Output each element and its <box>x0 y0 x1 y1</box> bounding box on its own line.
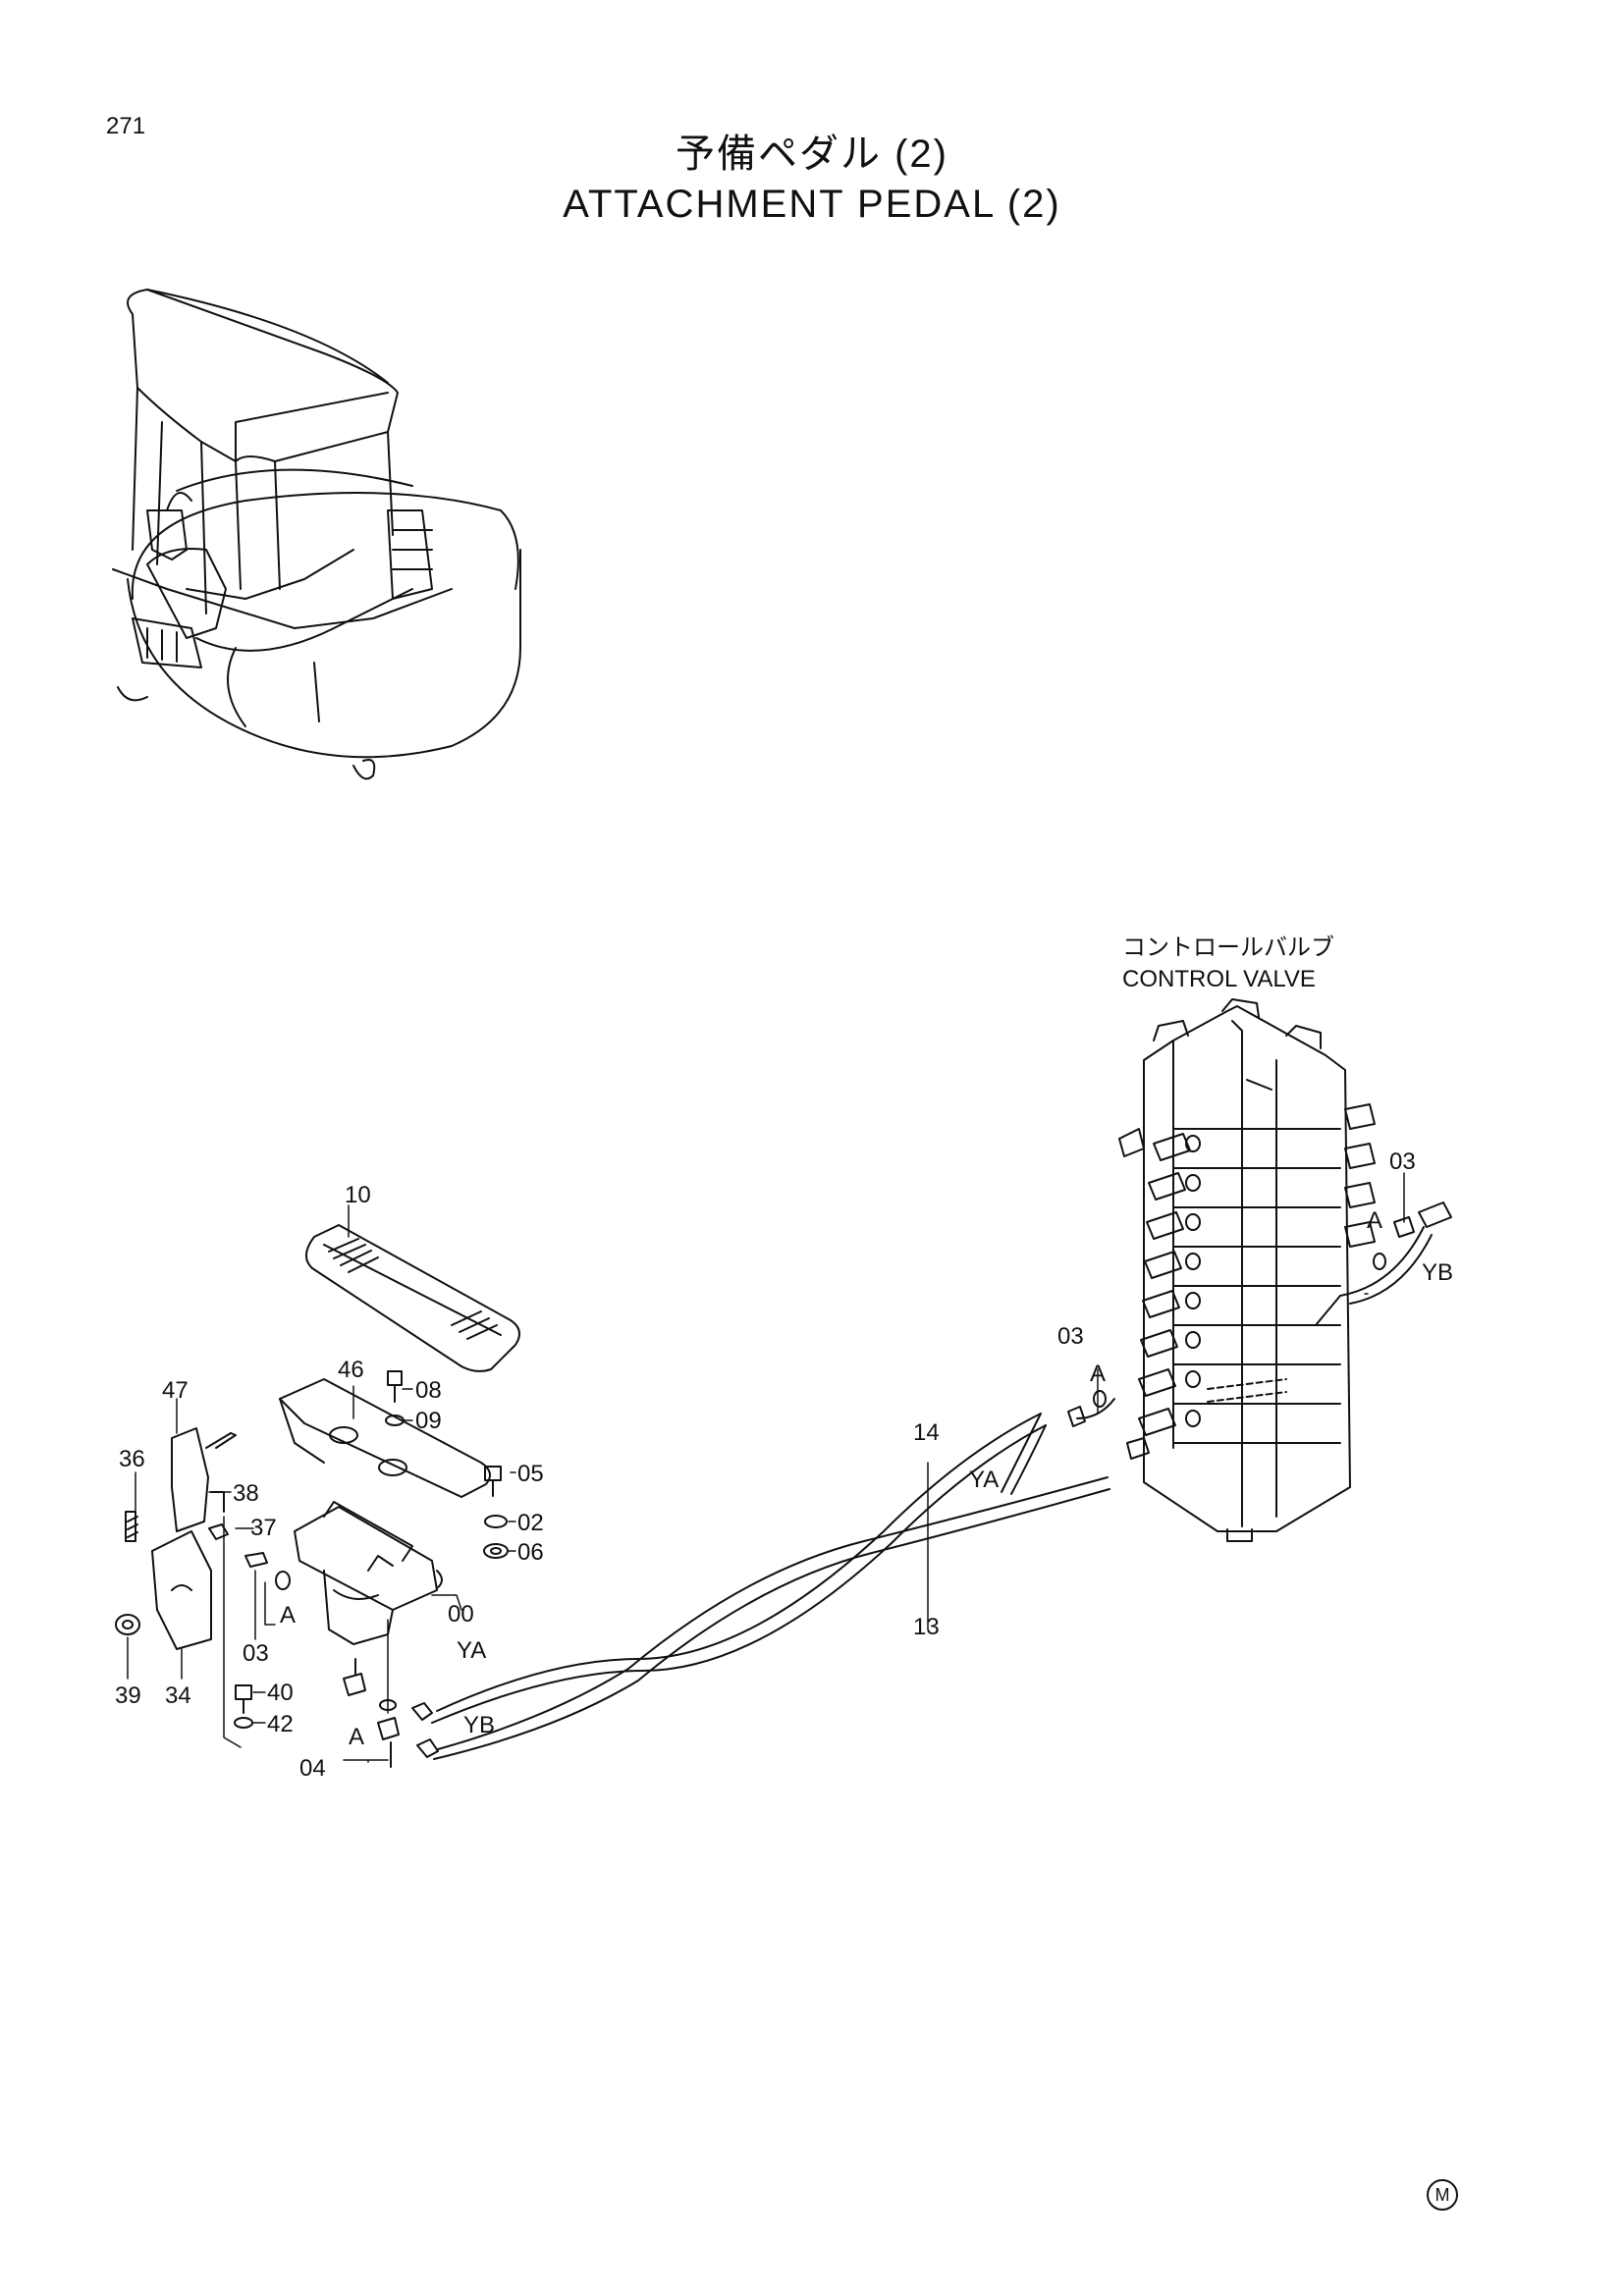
callout-10: 10 <box>345 1182 371 1208</box>
title-block: 予備ペダル (2) ATTACHMENT PEDAL (2) <box>0 130 1624 230</box>
callout-03-left: 03 <box>243 1640 269 1667</box>
callout-a-left: A <box>280 1602 297 1629</box>
callout-yb-pedal: YB <box>463 1712 496 1738</box>
m-mark: M <box>1427 2179 1458 2211</box>
callout-05: 05 <box>517 1461 544 1487</box>
callout-13: 13 <box>913 1614 940 1640</box>
pedal-valve <box>294 1501 443 1645</box>
callout-39: 39 <box>115 1682 141 1709</box>
callout-04: 04 <box>299 1755 326 1782</box>
control-valve-label-en: CONTROL VALVE <box>1122 966 1316 992</box>
hoses <box>431 1226 1433 1760</box>
callout-46: 46 <box>338 1357 364 1383</box>
machine-overview <box>112 289 521 780</box>
callout-00: 00 <box>448 1601 474 1628</box>
control-valve-label: コントロールバルブ CONTROL VALVE <box>1122 933 1334 995</box>
page-number: 271 <box>106 113 146 139</box>
callout-36: 36 <box>119 1446 145 1472</box>
callout-37: 37 <box>250 1515 277 1541</box>
callout-38: 38 <box>233 1480 259 1507</box>
callout-03-right: 03 <box>1389 1148 1416 1175</box>
control-valve-body <box>1118 998 1376 1542</box>
callout-02: 02 <box>517 1510 544 1536</box>
title-japanese: 予備ペダル (2) <box>676 133 948 176</box>
callout-40: 40 <box>267 1680 294 1706</box>
callout-a-right: A <box>1367 1207 1383 1234</box>
callout-a-lower: A <box>349 1724 365 1750</box>
callout-yb-hose: YB <box>1422 1259 1454 1286</box>
callout-14: 14 <box>913 1419 940 1446</box>
bracket-assembly <box>115 1427 237 1650</box>
callout-08: 08 <box>415 1377 442 1404</box>
valve-fittings <box>1067 1201 1452 1427</box>
callout-42: 42 <box>267 1711 294 1737</box>
callout-09: 09 <box>415 1408 442 1434</box>
title-english: ATTACHMENT PEDAL (2) <box>563 183 1061 226</box>
callout-47: 47 <box>162 1377 189 1404</box>
control-valve-label-ja: コントロールバルブ <box>1122 934 1334 961</box>
hardware-parts <box>208 1370 509 1768</box>
pedal-cover <box>305 1224 520 1372</box>
callout-34: 34 <box>165 1682 191 1709</box>
callout-03-mid: 03 <box>1057 1323 1084 1350</box>
leader-lines <box>127 1172 1405 1763</box>
callout-ya-pedal: YA <box>457 1637 487 1664</box>
callout-ya-hose: YA <box>969 1467 1000 1493</box>
callout-06: 06 <box>517 1539 544 1566</box>
callout-a-mid: A <box>1090 1361 1107 1387</box>
pedal-plate <box>279 1378 491 1498</box>
